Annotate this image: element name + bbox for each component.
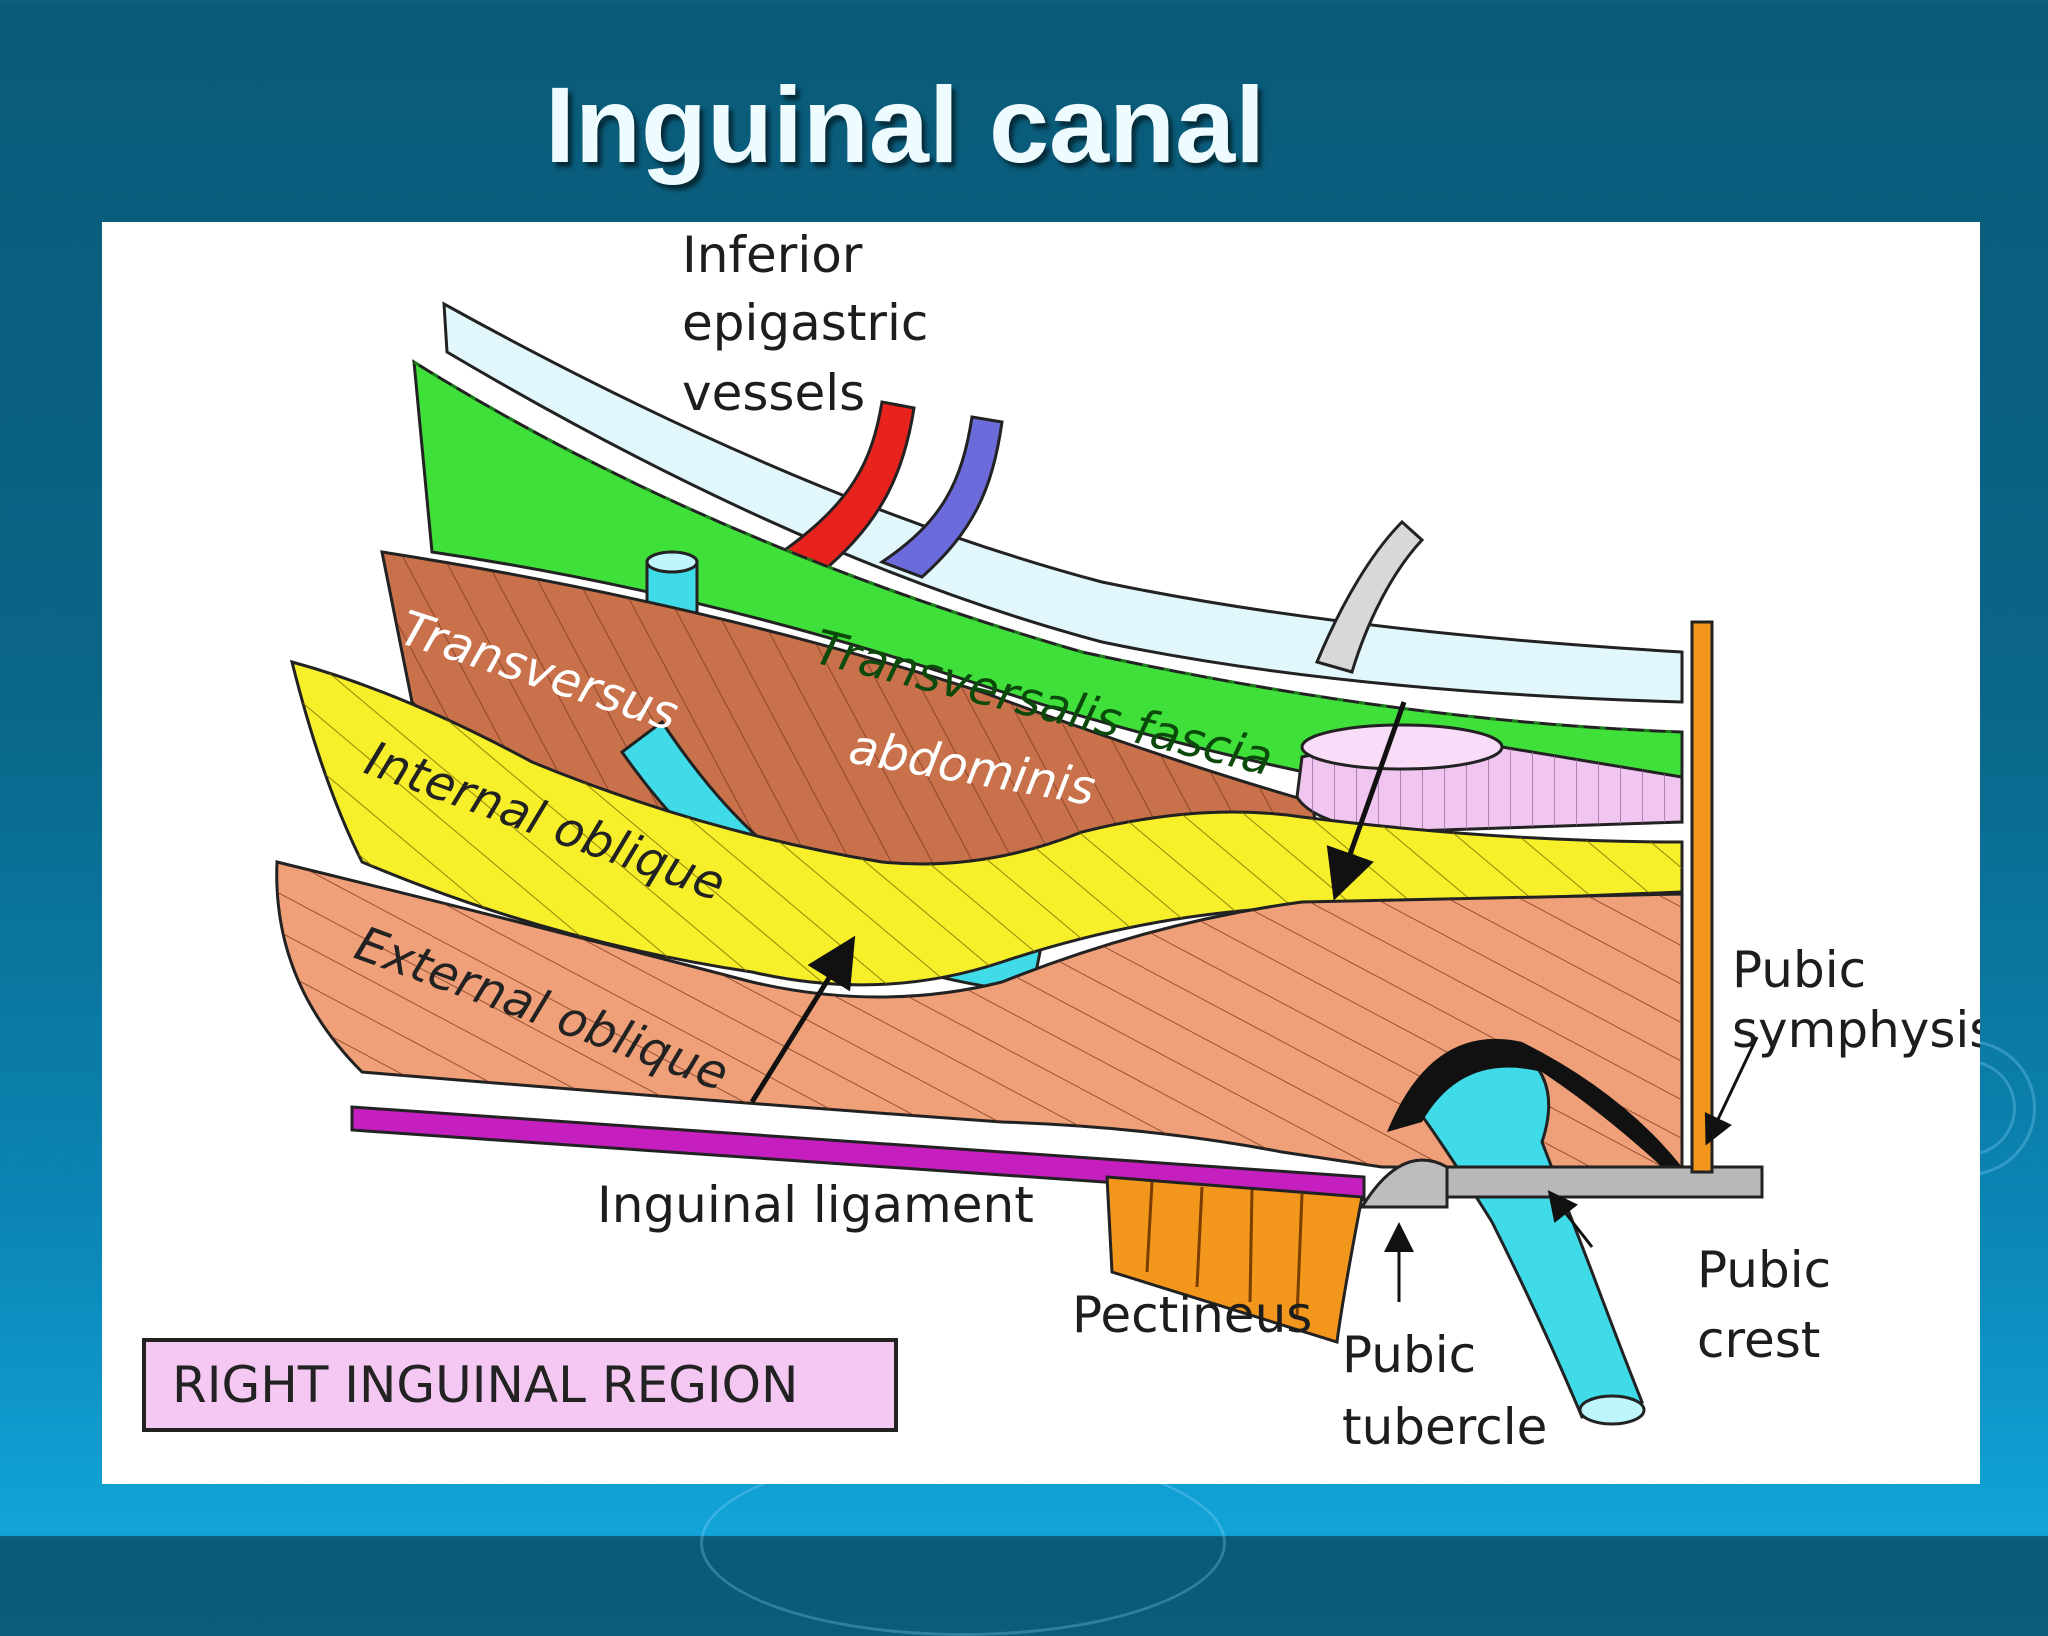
pubic-tubercle xyxy=(1359,1158,1449,1209)
label-pubic-crest-line1: Pubic xyxy=(1697,1241,1831,1299)
label-inferior-epigastric-line3: vessels xyxy=(682,364,865,422)
label-pectineus: Pectineus xyxy=(1072,1286,1312,1344)
slide-title: Inguinal canal xyxy=(545,64,1266,185)
label-pubic-crest-line2: crest xyxy=(1697,1311,1820,1369)
label-pubic-tubercle-line1: Pubic xyxy=(1342,1326,1476,1384)
label-pubic-symphysis-line2: symphysis xyxy=(1732,1001,1980,1059)
arrow-pubic-crest xyxy=(1547,1190,1594,1248)
arrow-canal xyxy=(749,935,856,1104)
label-inferior-epigastric-line1: Inferior xyxy=(682,226,863,284)
label-inferior-epigastric-line2: epigastric xyxy=(682,294,928,352)
label-pubic-symphysis-line1: Pubic xyxy=(1732,941,1866,999)
pubic-symphysis-bar xyxy=(1690,620,1714,1174)
label-pubic-tubercle-line2: tubercle xyxy=(1342,1398,1547,1456)
label-inguinal-ligament: Inguinal ligament xyxy=(597,1176,1034,1234)
ductus-deferens xyxy=(1314,519,1425,674)
inferior-epigastric-vein xyxy=(878,415,1004,579)
arrow-pubic-symphysis xyxy=(1704,1036,1759,1146)
inferior-epigastric-artery xyxy=(779,400,916,574)
inguinal-canal-diagram: Inferior epigastric vessels Transversali… xyxy=(102,222,1980,1484)
region-label-box xyxy=(142,1338,898,1432)
peritoneum-layer xyxy=(442,301,1684,704)
arrow-deep-ring xyxy=(1326,701,1407,901)
region-label: RIGHT INGUINAL REGION xyxy=(172,1356,798,1414)
